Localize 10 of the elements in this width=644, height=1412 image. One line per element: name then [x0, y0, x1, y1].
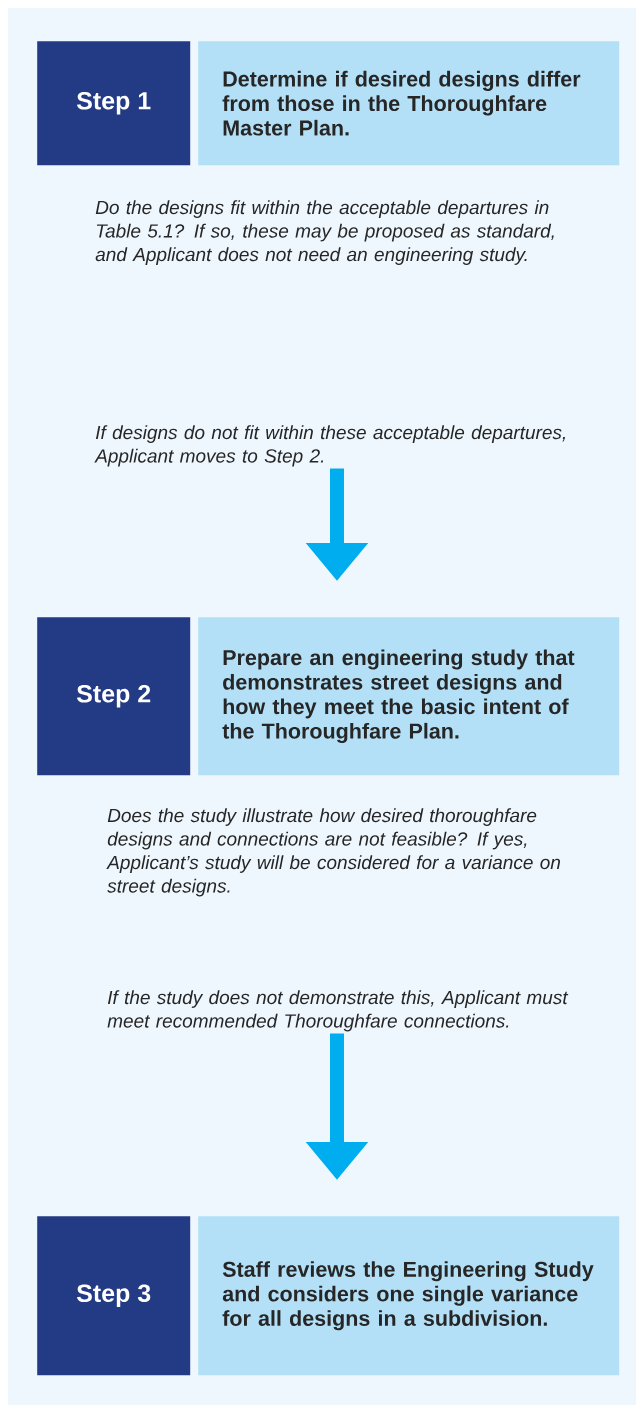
description-box: Staff reviews the Engineering Study and considers one single variance for all designs in a subdivision. — [198, 1216, 620, 1376]
note-text: If the study does not demonstrate this, Applicant must meet recommended Thoroughfare connections. — [107, 990, 569, 1032]
description-box: Prepare an engineering study that demonstrates street designs and how they meet the basic intent of the Thoroughfare Plan. — [198, 617, 620, 776]
note-text: Does the study illustrate how desired thoroughfare designs and connections are not feasible? If yes, Applicant’s study will be considered for a variance on street designs. — [106, 808, 560, 897]
step-box: Step 1 — [37, 41, 191, 166]
description-box: Determine if desired designs differ from those in the Thoroughfare Master Plan. — [198, 41, 620, 166]
step-box: Step 2 — [37, 617, 191, 776]
step-box: Step 3 — [37, 1216, 191, 1376]
note-text: Do the designs fit within the acceptable departures in Table 5.1? If so, these may be proposed as standard, and Applicant does not need an engineering study. — [95, 200, 554, 265]
note-text: If designs do not fit within these acceptable departures, Applicant moves to Step 2. — [94, 425, 565, 467]
